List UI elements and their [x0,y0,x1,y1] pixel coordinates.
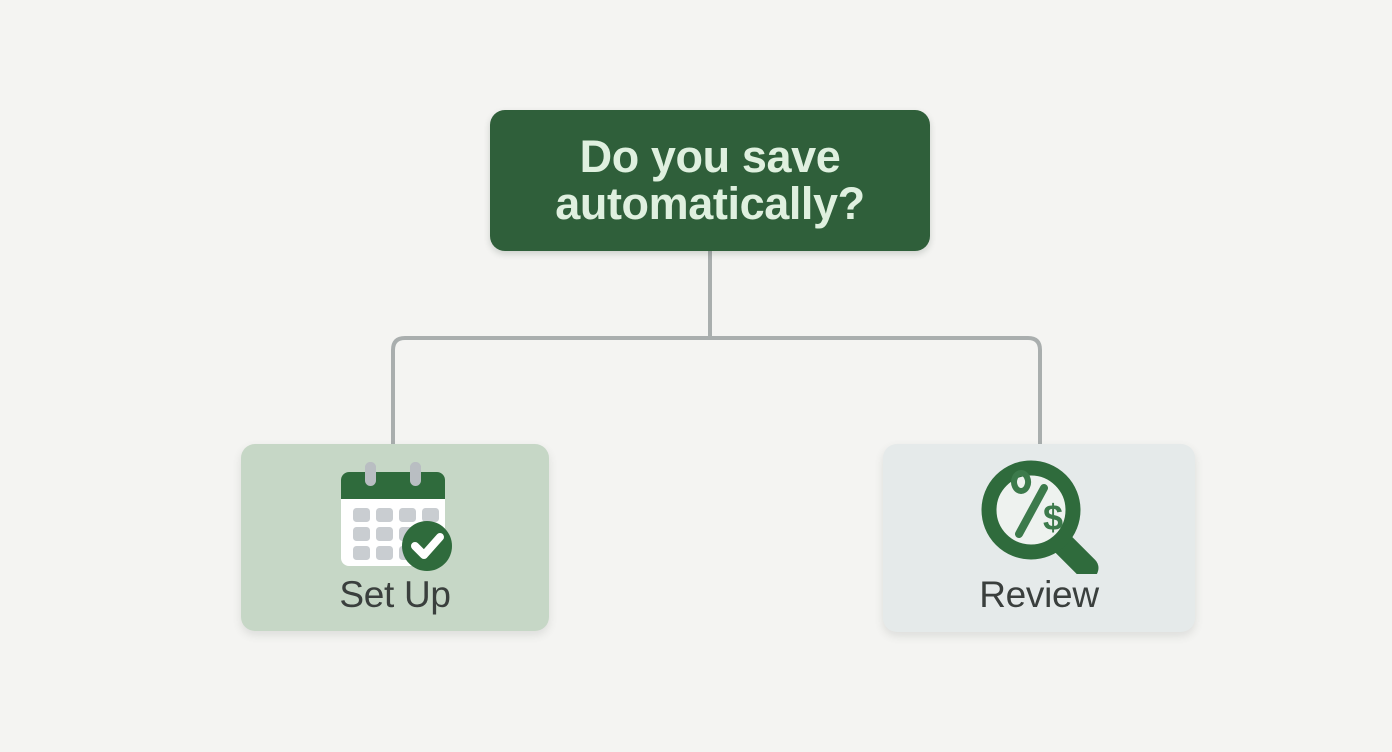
child-node-set-up[interactable]: Set Up [241,444,549,631]
child-node-review[interactable]: $ Review [883,444,1195,632]
calendar-check-icon [333,458,457,574]
root-question-title: Do you save automatically? [555,131,865,229]
connector-branch-left [391,336,712,448]
connector-branch-right [708,336,1042,448]
child-label-set-up: Set Up [339,574,451,615]
child-label-review: Review [979,574,1099,615]
svg-text:$: $ [1043,497,1063,538]
root-question-node[interactable]: Do you save automatically? [490,110,930,251]
magnifier-percent-dollar-icon: $ [975,458,1103,574]
